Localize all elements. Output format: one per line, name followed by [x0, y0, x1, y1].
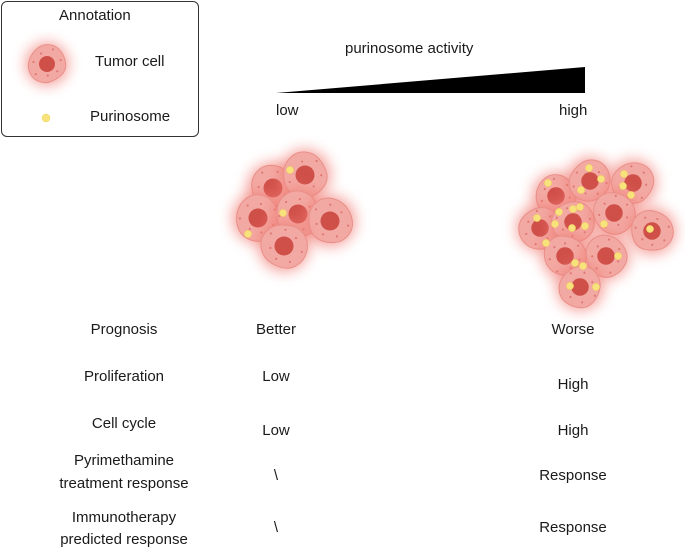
tumor-cell	[25, 42, 69, 86]
purinosome	[41, 113, 51, 123]
activity-wedge	[276, 67, 585, 93]
purinosome	[597, 175, 605, 183]
nucleus	[288, 204, 308, 224]
nucleus	[263, 178, 283, 198]
row-immunotherapy-label-line2: predicted response	[60, 531, 188, 548]
row-proliferation-low: Low	[262, 368, 290, 385]
purinosome	[551, 220, 559, 228]
row-pyrimethamine-high: Response	[539, 467, 607, 484]
nucleus	[597, 247, 615, 265]
purinosome	[581, 222, 589, 230]
nucleus	[556, 247, 574, 265]
row-immunotherapy-label-line1: Immunotherapy	[71, 509, 177, 526]
legend-tumor-cell-label: Tumor cell	[95, 53, 165, 70]
purinosome	[600, 220, 608, 228]
activity-low-label: low	[276, 102, 299, 119]
nucleus	[531, 219, 549, 237]
nucleus	[581, 172, 599, 190]
row-cell-cycle-label: Cell cycle	[91, 415, 157, 432]
tumor-cell	[582, 232, 630, 280]
purinosome	[571, 259, 579, 267]
nucleus	[320, 211, 340, 231]
purinosome	[620, 170, 628, 178]
row-pyrimethamine-low: \	[273, 467, 279, 484]
purinosome	[579, 262, 587, 270]
purinosome	[286, 166, 294, 174]
purinosome	[592, 283, 600, 291]
purinosome	[619, 182, 627, 190]
purinosome	[566, 282, 574, 290]
row-immunotherapy-low: \	[273, 519, 279, 536]
nucleus	[547, 187, 565, 205]
purinosome	[585, 164, 593, 172]
purinosome	[244, 230, 252, 238]
purinosome	[576, 203, 584, 211]
row-prognosis-low: Better	[255, 321, 297, 338]
legend-purinosome-label: Purinosome	[90, 108, 171, 125]
nucleus	[624, 174, 642, 192]
tumor-cell	[258, 220, 310, 272]
row-prognosis-label: Prognosis	[90, 321, 158, 338]
purinosome	[542, 239, 550, 247]
legend-title: Annotation	[59, 7, 131, 24]
purinosome	[568, 224, 576, 232]
activity-high-label: high	[559, 102, 588, 119]
purinosome	[646, 225, 654, 233]
purinosome	[544, 179, 552, 187]
nucleus	[605, 204, 623, 222]
activity-title: purinosome activity	[345, 40, 474, 57]
row-prognosis-high: Worse	[551, 321, 595, 338]
tumor-cell	[556, 263, 604, 311]
purinosome	[577, 186, 585, 194]
nucleus	[248, 208, 268, 228]
row-proliferation-label: Proliferation	[83, 368, 165, 385]
row-pyrimethamine-label-line1: Pyrimethamine	[73, 452, 175, 469]
purinosome	[555, 208, 563, 216]
legend-purinosome-icon	[41, 113, 51, 123]
tumor-cell	[279, 149, 331, 201]
purinosome	[627, 191, 635, 199]
purinosome	[279, 209, 287, 217]
tumor-cell	[304, 195, 356, 247]
row-cell-cycle-high: High	[557, 422, 589, 439]
legend-tumor-cell-icon	[25, 42, 69, 86]
nucleus	[274, 236, 294, 256]
legend-box	[1, 1, 199, 137]
purinosome	[533, 214, 541, 222]
nucleus	[39, 56, 55, 72]
row-cell-cycle-low: Low	[262, 422, 290, 439]
row-pyrimethamine-label-line2: treatment response	[59, 475, 189, 492]
purinosome	[614, 252, 622, 260]
nucleus	[571, 278, 589, 296]
row-proliferation-high: High	[557, 376, 589, 393]
high-activity-cell-cluster	[516, 157, 676, 311]
nucleus	[295, 165, 315, 185]
purinosome	[569, 205, 577, 213]
row-immunotherapy-high: Response	[539, 519, 607, 536]
low-activity-cell-cluster	[232, 149, 356, 272]
